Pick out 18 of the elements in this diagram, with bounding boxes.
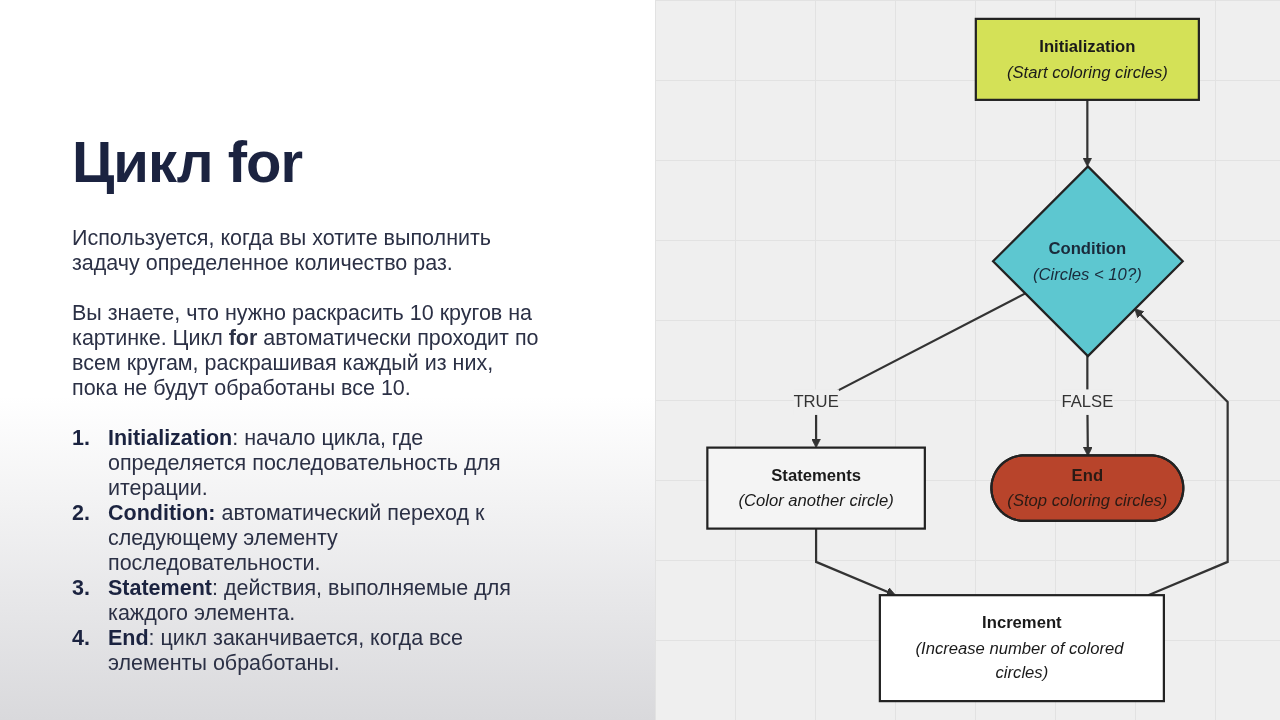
list-number: 4.	[72, 626, 91, 652]
node-box: Statements (Color another circle)	[706, 446, 926, 530]
list-number: 3.	[72, 576, 91, 602]
node-diamond: Condition (Circles < 10?)	[991, 164, 1185, 358]
arrow	[1082, 99, 1093, 167]
list-item: Condition: автоматический переход к следующему элементу последовательности.	[108, 501, 486, 576]
edge-label: FALSE	[1061, 391, 1114, 411]
paragraph: Используется, когда вы хотите выполнить задачу определенное количество раз.	[72, 226, 493, 276]
paragraph: Вы знаете, что нужно раскрасить 10 кругов на картинке. Цикл for автоматически проходит по всем кругам, раскрашивая каждый из них, пока не будут обработаны все 10.	[72, 301, 540, 401]
list-number: 2.	[72, 501, 91, 527]
list-item: Statement: действия, выполняемые для каждого элемента.	[108, 576, 512, 626]
node-box: Initialization (Start coloring circles)	[974, 17, 1200, 101]
list-item: Initialization: начало цикла, где определяется последовательность для итерации.	[108, 426, 502, 501]
list-item: End: цикл заканчивается, когда все элементы обработаны.	[108, 626, 464, 676]
slide-title: Цикл for	[72, 128, 303, 195]
edge-label: TRUE	[793, 391, 839, 411]
list-number: 1.	[72, 426, 91, 452]
node-box: Increment (Increase number of colored circles)	[878, 594, 1165, 703]
